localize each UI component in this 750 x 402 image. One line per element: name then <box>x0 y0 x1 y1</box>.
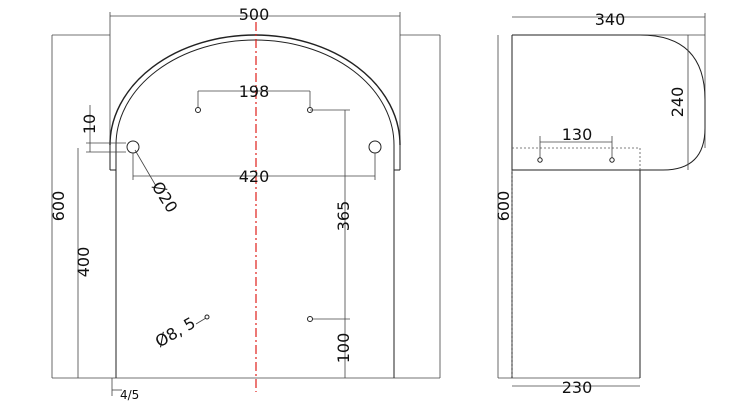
hole-vertical-label: 365 <box>334 201 353 232</box>
side-depth-top-label: 340 <box>595 10 626 29</box>
mount-height-label: 400 <box>74 247 93 278</box>
hole-diameter-leader <box>134 149 157 187</box>
side-hole-left <box>537 157 543 163</box>
width-dimension-label: 500 <box>239 5 270 24</box>
mount-hole-left <box>126 140 140 154</box>
side-hole-right <box>609 157 615 163</box>
hinge-offset-label: 10 <box>80 114 99 134</box>
small-hole-label: Ø8, 5 <box>152 313 199 351</box>
mount-hole-right <box>368 140 382 154</box>
side-view: 340 240 600 130 230 <box>494 10 706 397</box>
top-hole-spacing-label: 198 <box>239 82 270 101</box>
hole-diameter-label: Ø20 <box>148 178 182 216</box>
front-height-label: 600 <box>49 191 68 222</box>
small-hole-symbol <box>204 314 210 320</box>
side-height-label: 600 <box>494 191 513 222</box>
bottom-hole <box>307 316 313 322</box>
side-hole-spacing-label: 130 <box>562 125 593 144</box>
side-depth-bottom-label: 230 <box>562 378 593 397</box>
bottom-hole-label: 100 <box>334 333 353 364</box>
front-view: 500 10 600 400 Ø20 420 <box>49 5 441 402</box>
side-arch-profile <box>512 34 706 171</box>
arch-inner <box>115 39 395 146</box>
hole-spacing-label: 420 <box>239 167 270 186</box>
small-hole-leader <box>195 317 207 325</box>
top-hole-left <box>195 107 201 113</box>
thickness-label: 4/5 <box>120 388 139 402</box>
arch-height-label: 240 <box>668 87 687 118</box>
arch-outer <box>109 34 401 146</box>
